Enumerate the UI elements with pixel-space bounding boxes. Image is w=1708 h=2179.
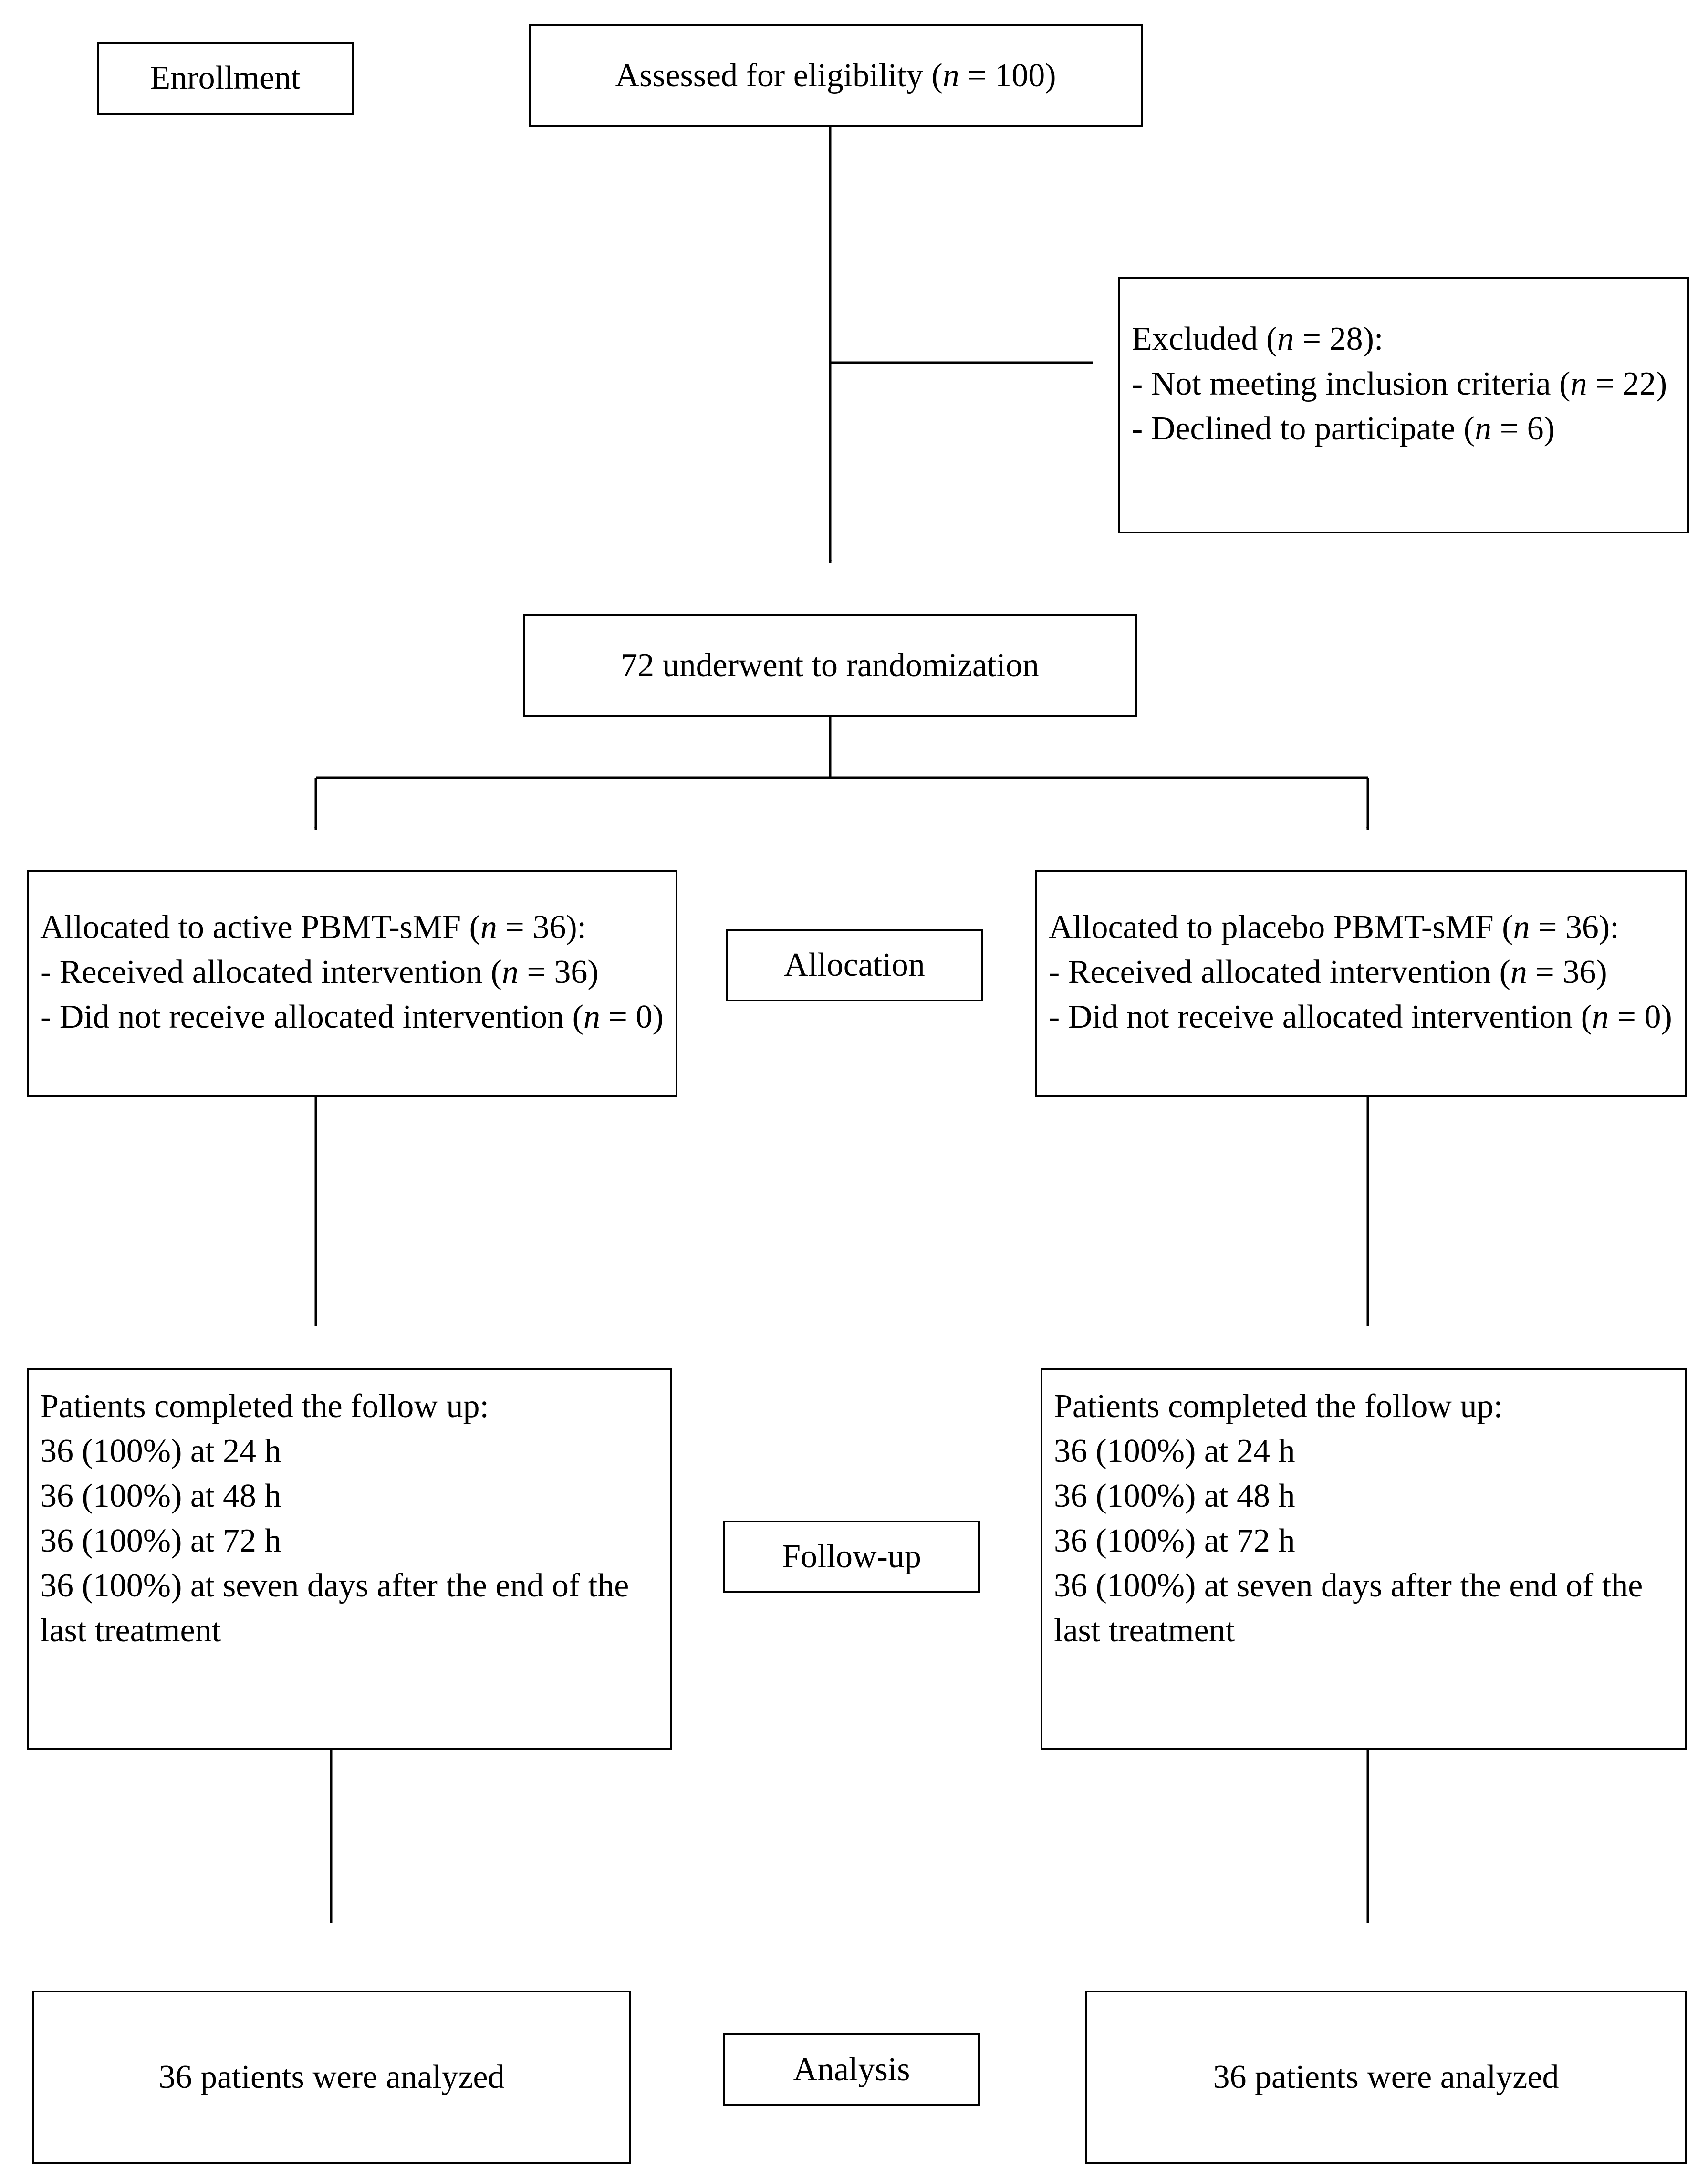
stage-label-allocation: Allocation [726, 929, 983, 1001]
active-followup-title: Patients completed the follow up: [40, 1388, 489, 1425]
stage-label-analysis-text: Analysis [793, 2051, 910, 2088]
active-followup-box: Patients completed the follow up: 36 (10… [27, 1368, 672, 1750]
placebo-followup-item: 36 (100%) at seven days after the end of… [1054, 1567, 1643, 1649]
stage-label-analysis: Analysis [723, 2033, 980, 2106]
placebo-followup-box: Patients completed the follow up: 36 (10… [1041, 1368, 1687, 1750]
active-followup-item: 36 (100%) at seven days after the end of… [40, 1567, 629, 1649]
active-allocation-box: Allocated to active PBMT-sMF (n = 36): -… [27, 870, 677, 1097]
active-analysis-text: 36 patients were analyzed [158, 2058, 505, 2096]
active-followup-item: 36 (100%) at 48 h [40, 1478, 281, 1514]
placebo-followup-item: 36 (100%) at 48 h [1054, 1478, 1295, 1514]
placebo-allocation-item: - Did not receive allocated intervention… [1049, 999, 1672, 1035]
placebo-followup-item: 36 (100%) at 72 h [1054, 1522, 1295, 1559]
randomization-box: 72 underwent to randomization [523, 614, 1137, 717]
placebo-analysis-box: 36 patients were analyzed [1085, 1991, 1687, 2164]
placebo-followup-item: 36 (100%) at 24 h [1054, 1433, 1295, 1470]
active-followup-item: 36 (100%) at 72 h [40, 1522, 281, 1559]
stage-label-follow-up-text: Follow-up [782, 1538, 921, 1575]
stage-label-enrollment-text: Enrollment [150, 60, 301, 96]
stage-label-enrollment: Enrollment [97, 42, 354, 115]
excluded-title: Excluded (n = 28): [1132, 321, 1384, 357]
assessed-text: Assessed for eligibility (n = 100) [615, 57, 1056, 94]
active-allocation-title: Allocated to active PBMT-sMF (n = 36): [40, 909, 587, 946]
placebo-analysis-text: 36 patients were analyzed [1213, 2058, 1559, 2096]
placebo-followup-title: Patients completed the follow up: [1054, 1388, 1503, 1425]
excluded-item: - Not meeting inclusion criteria (n = 22… [1132, 365, 1667, 402]
assessed-box: Assessed for eligibility (n = 100) [529, 24, 1143, 127]
stage-label-allocation-text: Allocation [784, 947, 925, 983]
placebo-allocation-title: Allocated to placebo PBMT-sMF (n = 36): [1049, 909, 1619, 946]
excluded-box: Excluded (n = 28): - Not meeting inclusi… [1118, 277, 1689, 533]
placebo-allocation-box: Allocated to placebo PBMT-sMF (n = 36): … [1035, 870, 1687, 1097]
stage-label-follow-up: Follow-up [723, 1521, 980, 1593]
active-allocation-item: - Did not receive allocated intervention… [40, 999, 664, 1035]
randomization-text: 72 underwent to randomization [621, 646, 1039, 684]
active-allocation-item: - Received allocated intervention (n = 3… [40, 954, 599, 990]
placebo-allocation-item: - Received allocated intervention (n = 3… [1049, 954, 1607, 990]
excluded-item: - Declined to participate (n = 6) [1132, 410, 1555, 447]
active-analysis-box: 36 patients were analyzed [32, 1991, 631, 2164]
active-followup-item: 36 (100%) at 24 h [40, 1433, 281, 1470]
